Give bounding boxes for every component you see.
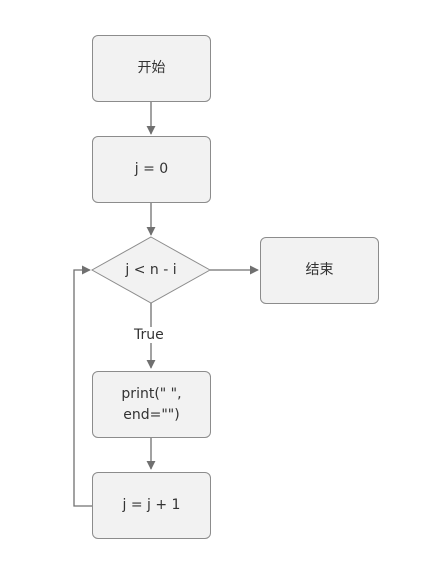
init-node-label: j = 0 xyxy=(134,161,169,177)
end-node: 结束 xyxy=(260,237,379,304)
increment-node-label: j = j + 1 xyxy=(122,497,181,513)
init-node: j = 0 xyxy=(92,136,211,203)
true-edge-label-text: True xyxy=(134,327,164,343)
print-node-line1: print(" ", xyxy=(121,385,182,402)
print-node-line2: end="") xyxy=(123,406,180,423)
condition-node-label: j < n - i xyxy=(125,261,177,278)
increment-node: j = j + 1 xyxy=(92,472,211,539)
true-edge-label: True xyxy=(132,327,166,343)
start-node: 开始 xyxy=(92,35,211,102)
print-node: print(" ", end="") xyxy=(92,371,211,438)
start-node-label: 开始 xyxy=(137,60,166,76)
end-node-label: 结束 xyxy=(305,262,334,278)
edge-loop-back xyxy=(73,265,92,507)
condition-node: j < n - i xyxy=(92,237,210,303)
